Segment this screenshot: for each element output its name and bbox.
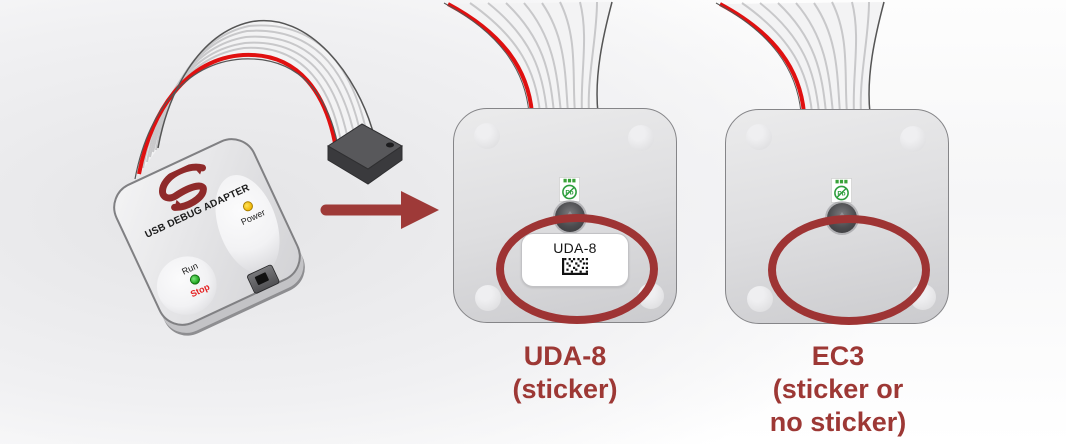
rubber-foot — [747, 286, 773, 312]
usb-port-hole — [254, 272, 270, 286]
adapter-ribbon-cable — [134, 19, 403, 185]
silicon-labs-logo-icon — [158, 163, 207, 211]
caption-ec3: EC3 (sticker or no sticker) — [714, 340, 962, 439]
caption-uda8-line1: UDA-8 — [523, 341, 607, 371]
uda8-ribbon-cable — [443, 1, 613, 113]
arrow-right-icon — [320, 191, 439, 229]
rubber-foot — [900, 126, 926, 152]
caption-ec3-line3: no sticker) — [769, 407, 907, 437]
highlight-ellipse — [768, 215, 930, 325]
idc-connector — [327, 123, 403, 185]
uda8-device-back: Pb UDA-8 — [453, 108, 677, 324]
lead-free-icon: Pb — [559, 177, 580, 202]
lead-free-icon: Pb — [831, 178, 852, 203]
rubber-foot — [628, 125, 654, 151]
ec3-ribbon-cable — [715, 1, 885, 113]
caption-ec3-line2: (sticker or — [772, 374, 904, 404]
caption-uda8: UDA-8 (sticker) — [443, 340, 687, 406]
rubber-foot — [475, 285, 501, 311]
ec3-device-back: Pb — [725, 109, 949, 325]
highlight-ellipse — [496, 214, 658, 324]
usb-debug-adapter: USB DEBUG ADAPTER Power Run Stop — [104, 129, 310, 335]
caption-uda8-line2: (sticker) — [512, 374, 618, 404]
rubber-foot — [474, 123, 500, 149]
caption-ec3-line1: EC3 — [811, 341, 865, 371]
rubber-foot — [746, 124, 772, 150]
